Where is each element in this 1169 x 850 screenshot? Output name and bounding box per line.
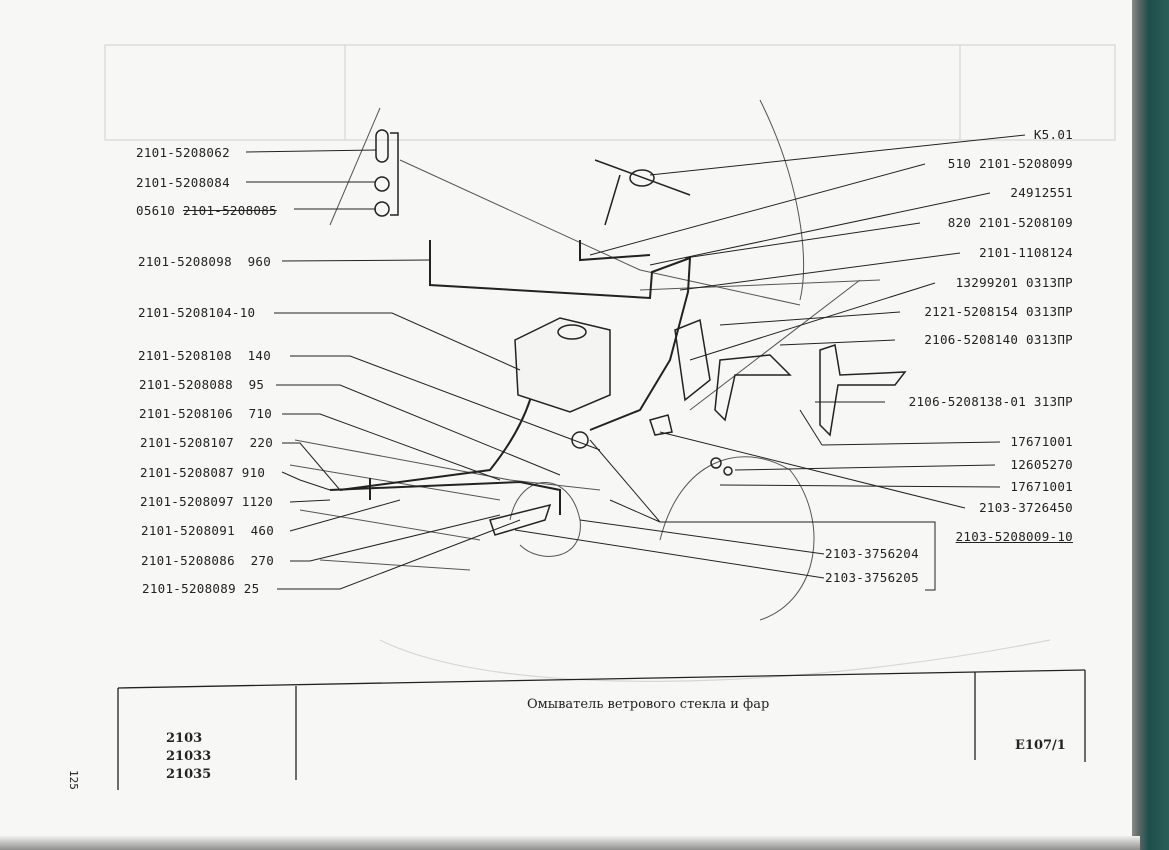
bleed-through	[104, 44, 1116, 682]
reservoir-tank	[514, 317, 611, 413]
callout-label: 12605270	[1010, 457, 1073, 472]
callout-label: 2121-5208154 0313ПР	[924, 304, 1073, 319]
washer-tubes	[329, 240, 692, 515]
part-number: 2101-5208107	[140, 435, 234, 450]
page-number: 125	[67, 770, 80, 790]
callout-label: 2101-5208097 1120	[140, 495, 273, 509]
part-number: 2101-5208087	[140, 465, 234, 480]
part-number: 2101-5208091	[141, 523, 235, 538]
title-block	[117, 669, 1086, 790]
page-title: Омыватель ветрового стекла и фар	[527, 697, 770, 712]
part-prefix: 05610	[136, 203, 176, 218]
callout-label: K5.01	[1033, 127, 1073, 142]
callout-label: 2101-5208088 95	[139, 378, 264, 392]
small-parts	[374, 129, 399, 217]
sheet-code: E107/1	[1015, 738, 1066, 753]
part-number: 2101-5208062	[136, 145, 230, 160]
quantity: 25	[243, 581, 260, 596]
part-number: 2101-5208085	[182, 203, 277, 218]
callout-label: 2101-5208098 960	[138, 255, 271, 269]
callout-label: 2101-5208091 460	[141, 524, 274, 538]
callout-label: 2103-3756204	[825, 546, 919, 561]
callout-label: 2101-5208084	[136, 176, 230, 190]
leader-lines-left	[245, 149, 601, 590]
callout-label: 2101-5208087 910	[140, 466, 265, 480]
part-number: 2101-5208104-10	[138, 305, 256, 320]
callout-label: 2101-5208108 140	[138, 349, 271, 363]
quantity: 270	[250, 553, 275, 568]
leader-lines-right	[514, 134, 1026, 591]
part-number: 2101-5208086	[141, 553, 235, 568]
callout-label: 24912551	[1010, 185, 1073, 200]
model-list: 2103 21033 21035	[166, 730, 211, 784]
part-number: 2101-5208098	[138, 254, 232, 269]
callout-label: 2101-5208107 220	[140, 436, 273, 450]
callout-label: 2101-5208086 270	[141, 554, 274, 568]
brackets	[649, 318, 907, 476]
callout-label: 510 2101-5208099	[947, 156, 1073, 171]
callout-label: 2101-5208106 710	[139, 407, 272, 421]
quantity: 140	[247, 348, 272, 363]
part-number: 2101-5208089	[142, 581, 236, 596]
part-number: 2101-5208084	[136, 175, 230, 190]
quantity: 960	[247, 254, 272, 269]
quantity: 1120	[241, 494, 274, 509]
callout-label: 2101-1108124	[979, 245, 1073, 260]
catalog-page	[0, 0, 1140, 850]
model: 21035	[166, 767, 212, 782]
scan-shadow	[0, 836, 1140, 850]
part-number: 2101-5208106	[139, 406, 233, 421]
callout-label: 2101-5208089 25	[142, 582, 259, 596]
quantity: 460	[250, 523, 275, 538]
callout-label: 820 2101-5208109	[947, 215, 1073, 230]
part-number: 2101-5208088	[139, 377, 233, 392]
assembly-label: 2103-5208009-10	[955, 529, 1073, 544]
callout-label: 2101-5208104-10	[138, 306, 255, 320]
quantity: 910	[241, 465, 266, 480]
quantity: 710	[248, 406, 273, 421]
callout-label: 2106-5208138-01 313ПР	[908, 394, 1073, 409]
callout-label: 2103-3726450	[979, 500, 1073, 515]
callout-label: 2103-3756205	[825, 570, 919, 585]
book-edge	[1132, 0, 1169, 850]
quantity: 95	[248, 377, 265, 392]
quantity: 220	[249, 435, 274, 450]
callout-label: 17671001	[1010, 434, 1073, 449]
callout-label: 2106-5208140 0313ПР	[924, 332, 1073, 347]
callout-label: 2101-5208062	[136, 146, 230, 160]
body-outline	[289, 99, 881, 621]
model: 2103	[166, 731, 203, 746]
callout-label: 13299201 0313ПР	[955, 275, 1073, 290]
part-number: 2101-5208097	[140, 494, 234, 509]
callout-label: 05610 2101-5208085	[136, 204, 277, 218]
nozzle-assembly	[594, 159, 691, 226]
callout-label: 17671001	[1010, 479, 1073, 494]
model: 21033	[166, 749, 212, 764]
part-number: 2101-5208108	[138, 348, 232, 363]
